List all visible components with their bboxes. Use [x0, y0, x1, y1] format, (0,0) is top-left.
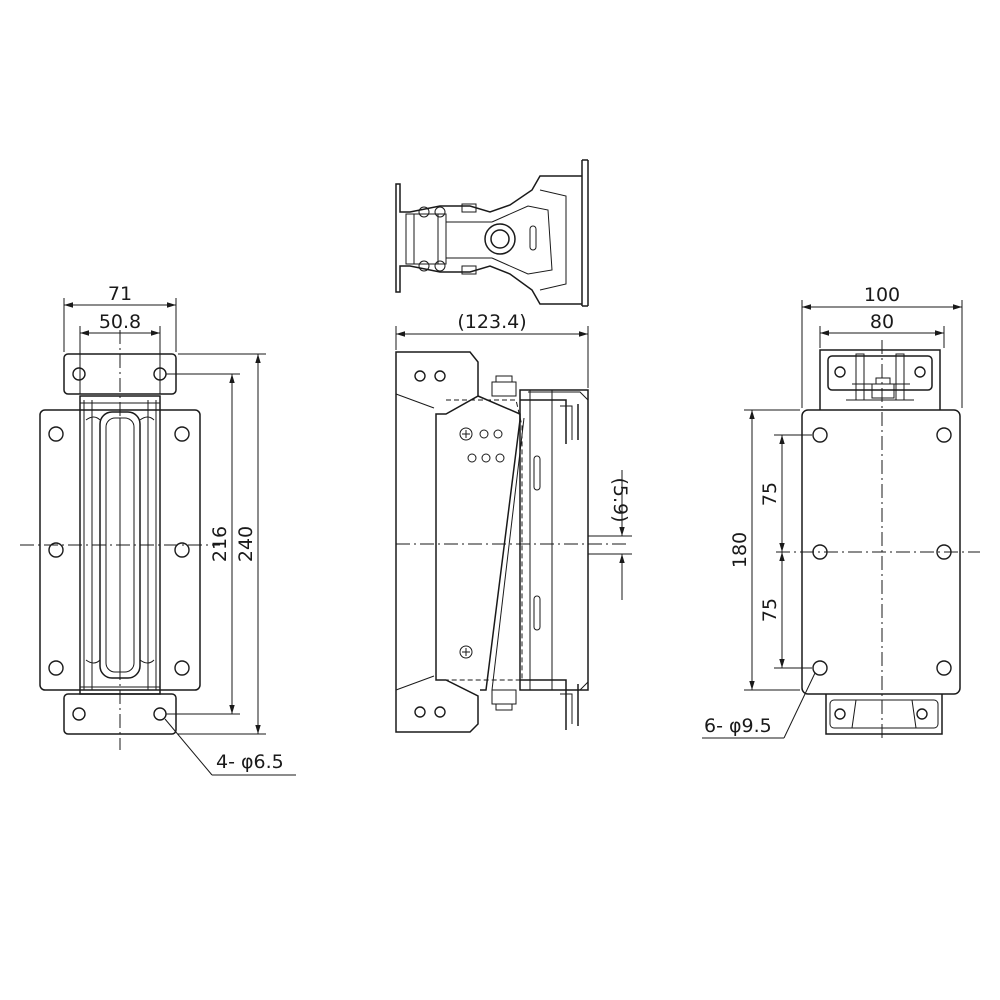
mount-hole: [936, 427, 952, 443]
right-hole-callout: 6- φ9.5: [704, 715, 772, 737]
dim-height-right: 180: [729, 532, 751, 568]
dim-offset: (5.9): [609, 477, 631, 522]
top-view: [395, 159, 589, 307]
mount-hole: [812, 660, 828, 676]
tab-hole: [153, 707, 167, 721]
dim-width-inner: 50.8: [99, 311, 141, 333]
dim-height-inner: 216: [209, 526, 231, 562]
dim-width-outer-right: 100: [864, 284, 900, 306]
side-view: (123.4) (5.9): [395, 311, 632, 733]
front-hole-callout: 4- φ6.5: [216, 751, 284, 773]
mount-hole: [936, 660, 952, 676]
dim-width-outer: 71: [108, 283, 132, 305]
dim-length: (123.4): [457, 311, 526, 333]
dim-pitch-upper: 75: [759, 482, 781, 506]
front-view: 71 50.8 216 240 4- φ6.5: [20, 283, 296, 776]
dim-width-inner-right: 80: [870, 311, 894, 333]
mount-hole: [812, 427, 828, 443]
right-view: 100 80 180 75 75 6- φ9.5: [702, 284, 980, 740]
dim-height-outer: 240: [235, 526, 257, 562]
tab-hole: [72, 707, 86, 721]
dim-pitch-lower: 75: [759, 598, 781, 622]
tab-hole: [72, 367, 86, 381]
